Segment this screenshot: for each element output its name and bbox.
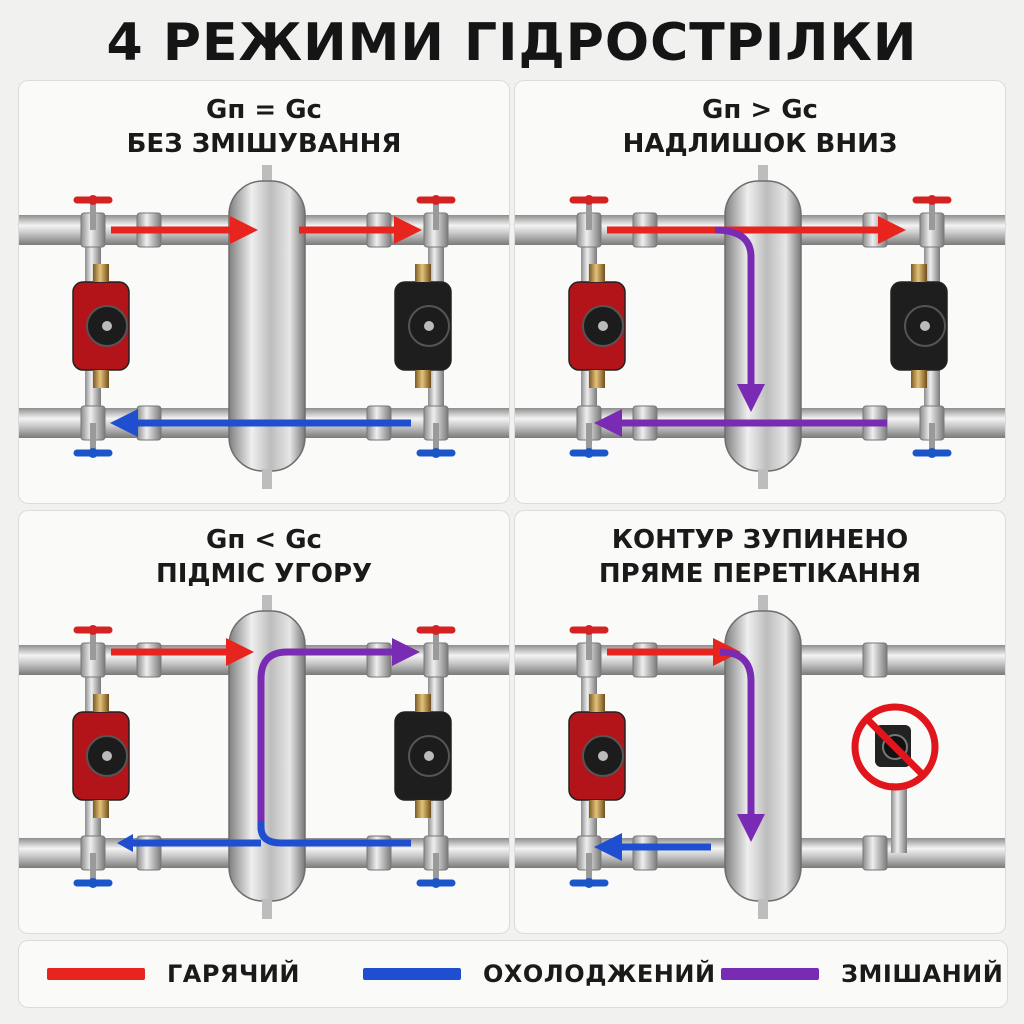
- hydraulic-separator-diagram: [515, 165, 1005, 489]
- pipe-fitting: [136, 642, 162, 678]
- legend-item-cold: ОХОЛОДЖЕНИЙ: [363, 941, 716, 1007]
- hydraulic-separator-diagram: [515, 595, 1005, 919]
- legend: ГАРЯЧИЙ ОХОЛОДЖЕНИЙ ЗМІШАНИЙ: [18, 940, 1008, 1008]
- drain-valve: [262, 469, 272, 489]
- drain-valve: [262, 899, 272, 919]
- panel-formula: Gп < Gc: [206, 525, 322, 555]
- mode-panel-equal-flow: Gп = Gc БЕЗ ЗМІШУВАННЯ: [18, 80, 510, 504]
- panel-caption: БЕЗ ЗМІШУВАННЯ: [126, 129, 402, 159]
- panel-caption: ПІДМІС УГОРУ: [155, 559, 373, 589]
- mode-panel-mix-up: Gп < Gc ПІДМІС УГОРУ: [18, 510, 510, 934]
- piping-scene: [515, 165, 1005, 489]
- piping-scene: [515, 595, 1005, 919]
- panel-caption: ПРЯМЕ ПЕРЕТІКАННЯ: [598, 559, 922, 589]
- legend-label: ЗМІШАНИЙ: [841, 960, 1004, 988]
- hydraulic-separator-vessel: [228, 180, 306, 472]
- legend-swatch-hot: [47, 968, 145, 980]
- piping-scene: [19, 165, 509, 489]
- flow-arrows: [594, 638, 765, 861]
- mode-panel-excess-down: Gп > Gc НАДЛИШОК ВНИЗ: [514, 80, 1006, 504]
- stopped-pump-sign: [851, 703, 939, 791]
- mixed-down-arrow: [714, 226, 765, 412]
- mixed-up-arrow: [257, 638, 420, 829]
- prohibited-icon: [851, 703, 939, 791]
- legend-item-mixed: ЗМІШАНИЙ: [721, 941, 1003, 1007]
- pipe-fitting: [632, 642, 658, 678]
- pipe-fitting: [366, 642, 392, 678]
- mode-panel-circuit-stopped: КОНТУР ЗУПИНЕНО ПРЯМЕ ПЕРЕТІКАННЯ: [514, 510, 1006, 934]
- panel-formula: Gп > Gc: [702, 95, 818, 125]
- cold-arrow-head: [117, 834, 133, 852]
- hydraulic-separator-diagram: [19, 595, 509, 919]
- page-title: 4 РЕЖИМИ ГІДРОСТРІЛКИ: [106, 13, 918, 73]
- flow-arrows: [594, 216, 906, 437]
- pipe-fitting: [862, 642, 888, 678]
- pipe-fitting: [632, 835, 658, 871]
- legend-swatch-cold: [363, 968, 461, 980]
- hydraulic-separator-vessel: [724, 180, 802, 472]
- legend-label: ГАРЯЧИЙ: [167, 960, 301, 988]
- pipe-fitting: [862, 835, 888, 871]
- legend-label: ОХОЛОДЖЕНИЙ: [483, 960, 716, 988]
- legend-item-hot: ГАРЯЧИЙ: [47, 941, 300, 1007]
- flow-arrows: [111, 638, 420, 852]
- mixed-down-arrow: [719, 648, 765, 842]
- hydraulic-separator-diagram: [19, 165, 509, 489]
- flow-arrows: [110, 216, 422, 437]
- drain-valve: [758, 899, 768, 919]
- panel-caption: НАДЛИШОК ВНИЗ: [622, 129, 898, 159]
- cold-flow-arrow: [131, 821, 411, 847]
- panel-formula: Gп = Gc: [206, 95, 322, 125]
- legend-swatch-mixed: [721, 968, 819, 980]
- panel-formula: КОНТУР ЗУПИНЕНО: [611, 525, 909, 555]
- drain-valve: [758, 469, 768, 489]
